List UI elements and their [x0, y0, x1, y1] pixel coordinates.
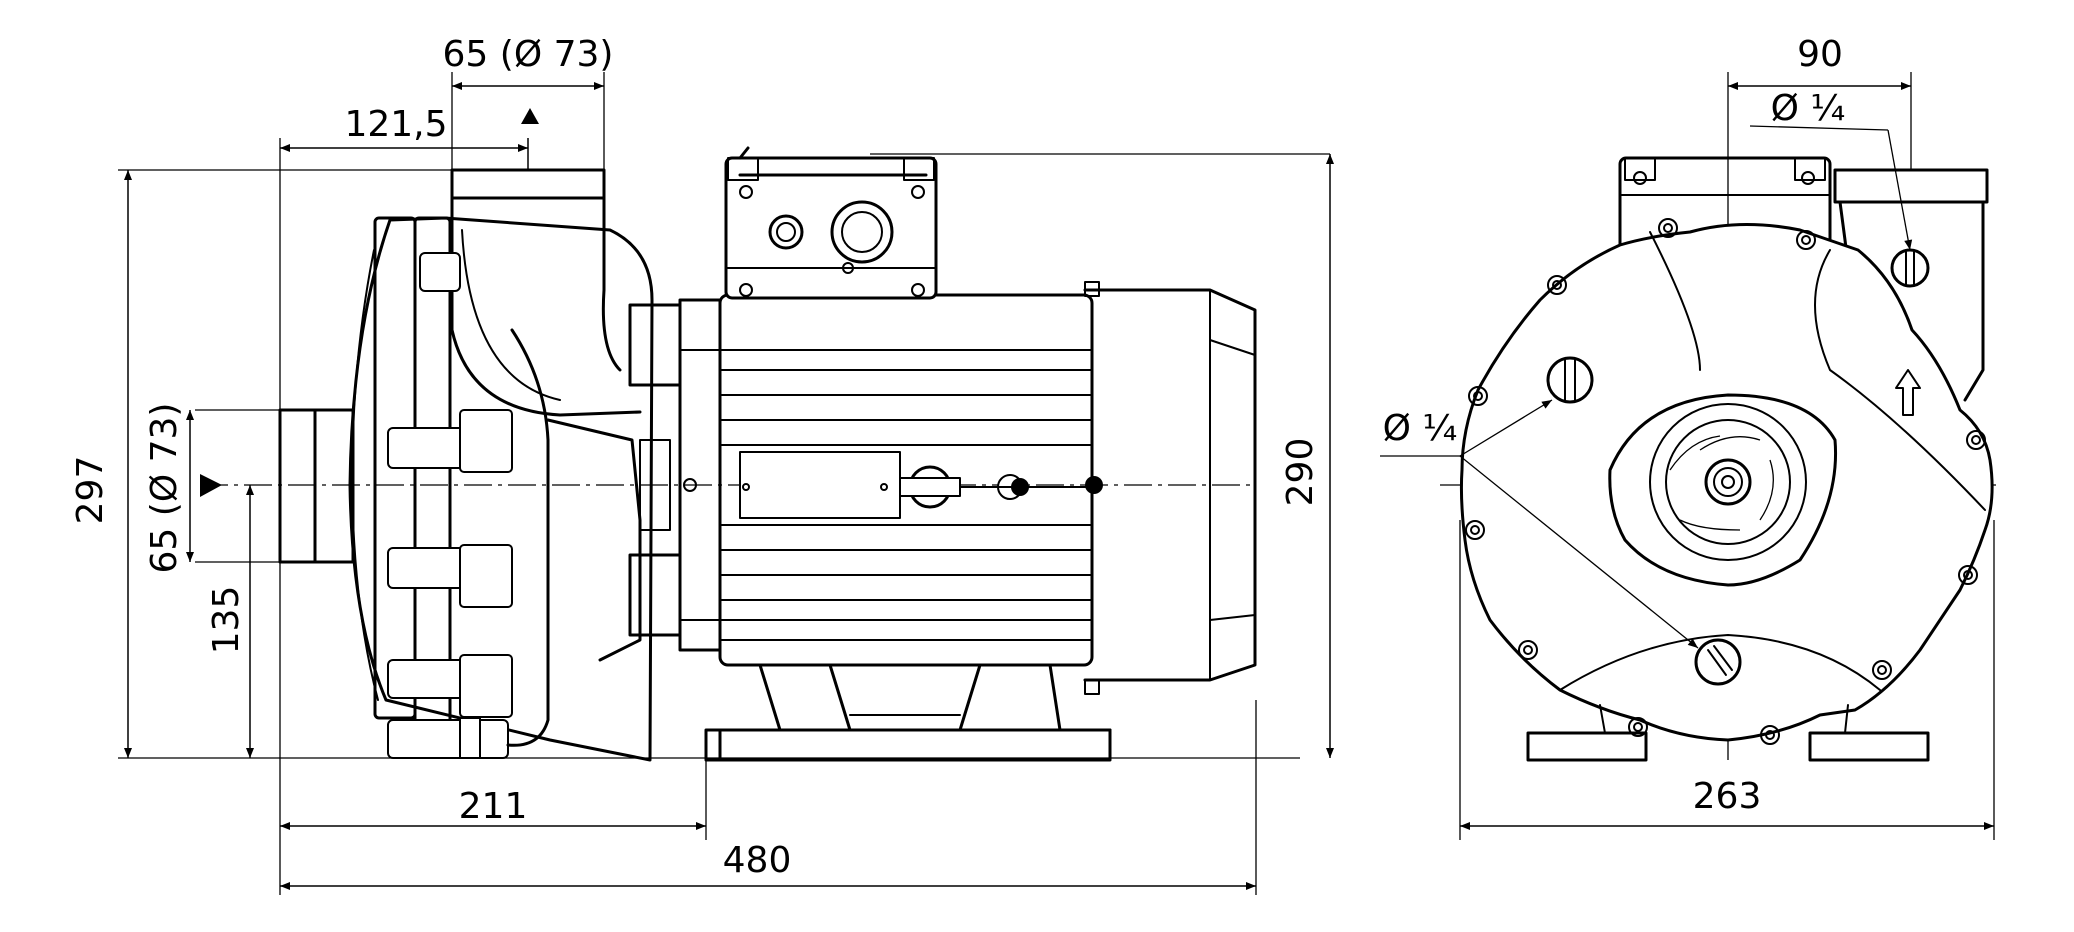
front-face-curve-3 — [1559, 634, 1881, 691]
front-bolts — [1465, 218, 1986, 745]
side-view: 65 (Ø 73) 121,5 297 65 (Ø 73) 135 211 48… — [70, 34, 1334, 895]
pump-housing — [278, 168, 722, 762]
dim-length-total: 480 — [723, 840, 792, 881]
dim-inlet: 65 (Ø 73) — [144, 403, 185, 574]
motor-body — [679, 281, 1257, 695]
dim-drain-plug: Ø ¼ — [1383, 408, 1458, 449]
terminal-box — [724, 146, 938, 300]
outlet-flow-arrow — [521, 108, 539, 124]
front-outlet — [1833, 168, 1989, 204]
rotation-arrow-icon — [1895, 369, 1921, 416]
drain-plug-bottom — [1694, 638, 1742, 686]
front-face-curve-1 — [1649, 231, 1701, 371]
front-housing — [1459, 222, 1994, 742]
dim-height-motor: 290 — [1280, 438, 1321, 507]
front-dimension-lines — [1460, 82, 1994, 830]
dim-foot-offset: 211 — [459, 786, 528, 827]
front-face-curve-2 — [1814, 249, 1986, 511]
dim-vent-plug: Ø ¼ — [1771, 88, 1846, 129]
motor-feet — [704, 663, 1112, 762]
dim-outlet-top: 65 (Ø 73) — [443, 34, 614, 75]
dim-front-outlet-offset: 90 — [1797, 34, 1843, 75]
front-outlet-neck-right — [1963, 200, 1985, 402]
dim-axis-height: 135 — [206, 586, 247, 655]
dim-outlet-offset: 121,5 — [344, 104, 447, 145]
side-dimension-lines — [124, 82, 1334, 890]
vent-plug-top — [1890, 248, 1930, 288]
front-feet — [1526, 704, 1930, 762]
front-view: 90 Ø ¼ Ø ¼ 263 — [1380, 34, 2000, 840]
vent-plug-left — [1546, 356, 1594, 404]
dim-width-total: 263 — [1693, 776, 1762, 817]
front-leader-lines — [1380, 125, 1913, 649]
impeller — [1608, 393, 1838, 587]
inlet-flow-arrow — [200, 474, 222, 497]
side-extension-lines — [118, 72, 1330, 895]
dim-height-total: 297 — [70, 456, 111, 525]
